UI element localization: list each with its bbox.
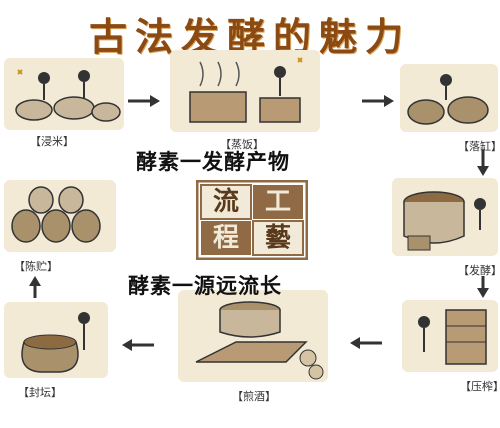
- stage-label-boil: 【煎酒】: [232, 390, 276, 403]
- stage-press-illustration: [402, 300, 498, 372]
- age-scene-icon: [11, 186, 101, 243]
- seal-char-3: 程: [212, 223, 239, 253]
- arrow-down-icon: [477, 150, 489, 176]
- stage-label-age: 【陈贮】: [14, 260, 58, 273]
- seal-char-2: 工: [264, 187, 291, 217]
- stage-age-illustration: [4, 180, 116, 252]
- soak-scene-icon: [15, 69, 121, 122]
- seal-jar-scene-icon: [21, 312, 90, 373]
- stage-ferment-illustration: [392, 178, 498, 256]
- stage-label-seal: 【封坛】: [18, 386, 62, 399]
- seal-char-1: 流: [212, 187, 239, 217]
- steam-scene-icon: [189, 57, 303, 123]
- stage-spread-illustration: [400, 64, 498, 132]
- boil-scene-icon: [195, 301, 324, 380]
- arrow-right-icon: [362, 95, 394, 107]
- stage-steam-illustration: [170, 50, 320, 132]
- stage-label-ferment: 【发酵】: [458, 264, 500, 277]
- stage-boil-illustration: [178, 290, 328, 382]
- spread-scene-icon: [407, 74, 489, 125]
- arrow-down-icon: [477, 276, 489, 298]
- process-seal: 流 工 程 藝: [196, 180, 308, 260]
- tagline-top: 酵素一发酵产物: [136, 149, 290, 174]
- seal-char-4: 藝: [264, 223, 291, 253]
- stage-label-spread: 【落缸】: [458, 140, 500, 153]
- press-scene-icon: [418, 309, 487, 365]
- stage-label-press: 【压榨】: [460, 380, 500, 393]
- stage-label-steam: 【蒸饭】: [220, 138, 264, 151]
- arrow-left-icon: [122, 339, 154, 351]
- stage-label-soak: 【浸米】: [30, 135, 74, 148]
- tagline-bottom: 酵素一源远流长: [128, 273, 282, 298]
- stage-soak-illustration: [4, 58, 124, 130]
- arrow-right-icon: [128, 95, 160, 107]
- arrow-left-icon: [350, 337, 382, 349]
- seal-frame-icon: [196, 180, 308, 260]
- stage-seal-illustration: [4, 302, 108, 378]
- ferment-scene-icon: [403, 191, 486, 251]
- arrow-up-icon: [29, 276, 41, 298]
